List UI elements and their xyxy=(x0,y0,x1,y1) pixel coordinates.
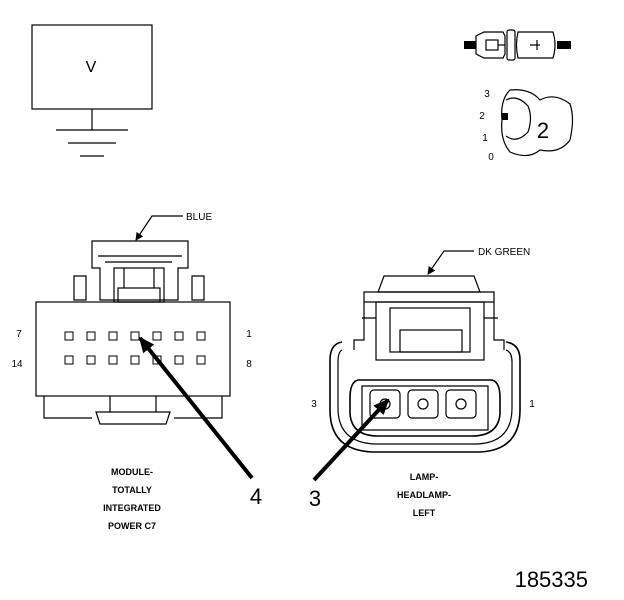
c7-pin-14-label: 14 xyxy=(11,359,23,370)
c7-callout: 4 xyxy=(250,484,262,509)
ignition-position-3: 3 xyxy=(484,89,490,100)
headlamp-color-label: DK GREEN xyxy=(478,247,530,258)
voltmeter-symbol: V xyxy=(31,24,153,157)
ignition-position-1: 1 xyxy=(482,133,488,144)
headlamp-callout-arrow xyxy=(312,398,390,482)
c7-color-leader xyxy=(135,215,183,241)
ignition-position-0: 0 xyxy=(488,152,494,163)
c7-pin-1-label: 1 xyxy=(246,329,252,340)
headlamp-callout: 3 xyxy=(309,486,321,511)
c7-callout-arrow xyxy=(138,336,254,480)
c7-name-line-3: INTEGRATED xyxy=(103,503,161,513)
headlamp-pin-1-label: 1 xyxy=(529,399,535,410)
ignition-key-icon xyxy=(464,29,571,61)
headlamp-color-leader xyxy=(427,250,474,275)
figure-number: 185335 xyxy=(515,567,588,592)
c7-color-label: BLUE xyxy=(186,212,212,223)
c7-pin-7-label: 7 xyxy=(16,329,22,340)
c7-pin-8-label: 8 xyxy=(246,359,252,370)
headlamp-name-line-3: LEFT xyxy=(413,508,436,518)
headlamp-name-line-1: LAMP- xyxy=(410,472,439,482)
headlamp-pin-3-label: 3 xyxy=(311,399,317,410)
c7-name-line-2: TOTALLY xyxy=(112,485,152,495)
headlamp-connector xyxy=(329,275,521,453)
voltmeter-label: V xyxy=(86,59,97,76)
c7-name-line-4: POWER C7 xyxy=(108,521,156,531)
ignition-callout: 2 xyxy=(537,118,549,143)
ignition-position-2: 2 xyxy=(479,111,485,122)
c7-name-line-1: MODULE- xyxy=(111,467,153,477)
headlamp-name-line-2: HEADLAMP- xyxy=(397,490,451,500)
ground-icon xyxy=(56,129,128,157)
c7-connector xyxy=(35,240,231,425)
ignition-switch-icon xyxy=(501,89,574,157)
